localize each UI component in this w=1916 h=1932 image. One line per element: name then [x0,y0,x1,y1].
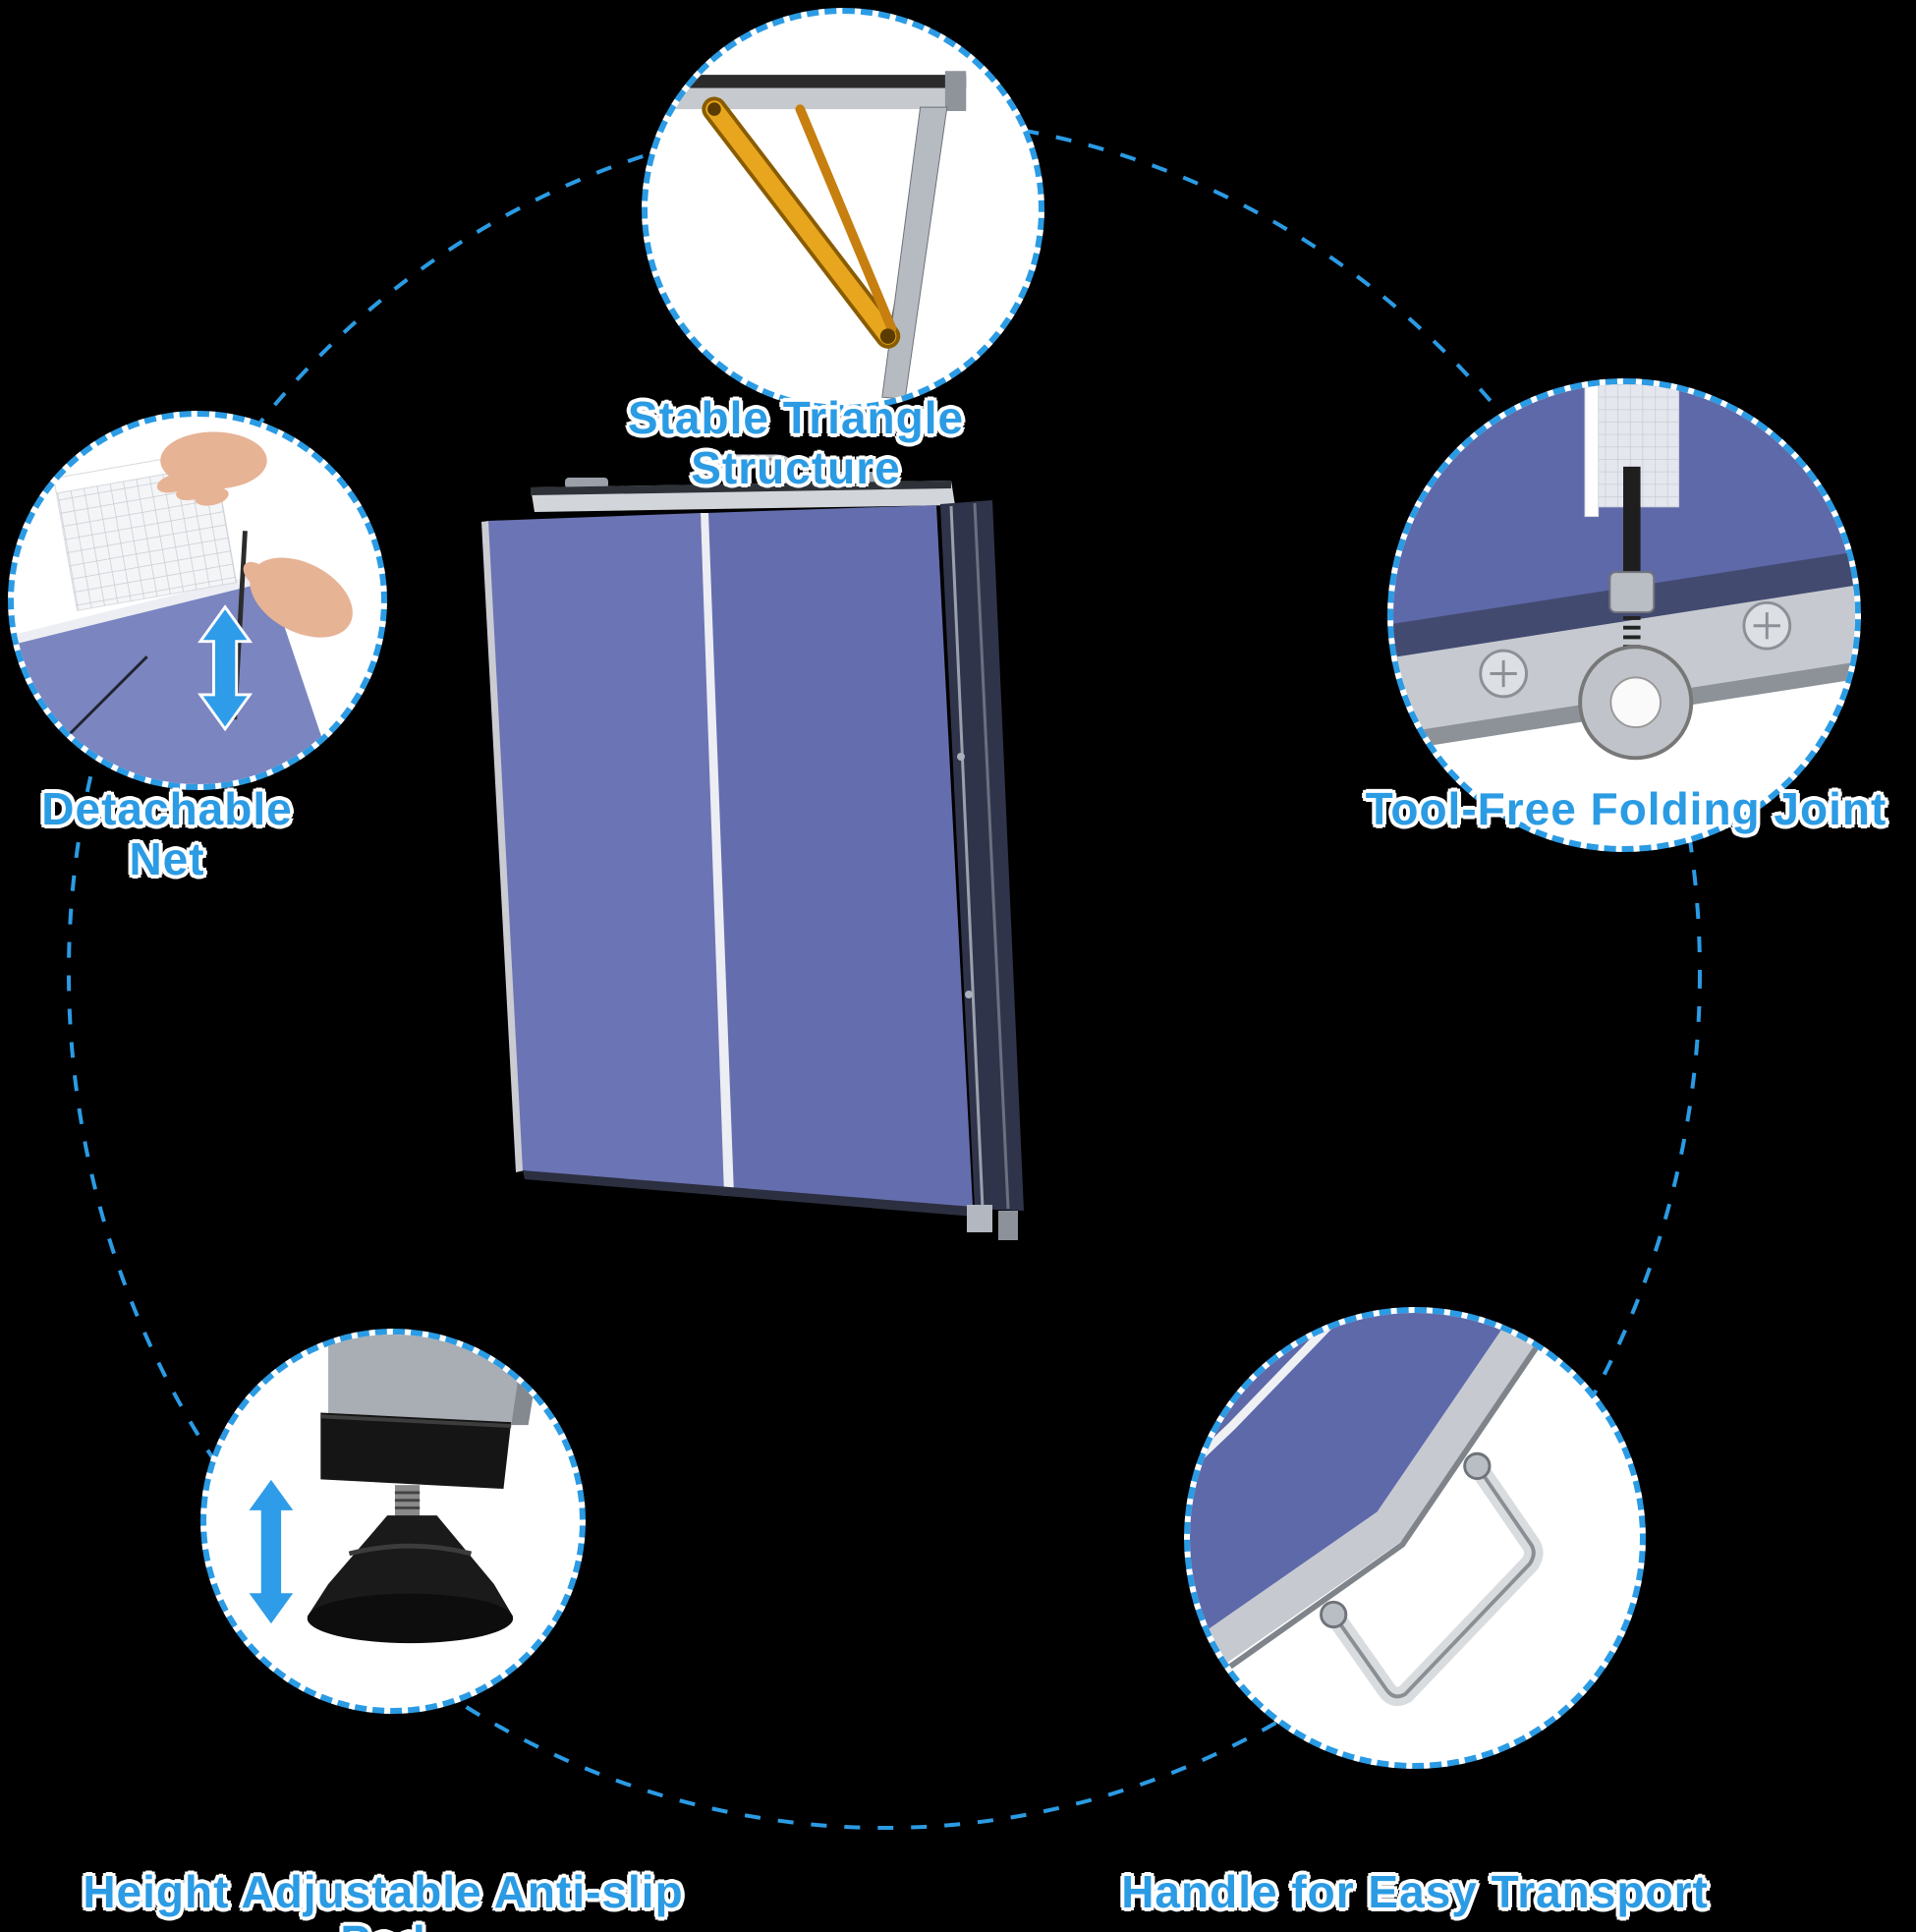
phillips-screw [1742,600,1792,651]
adjustable-foot-illustration [243,1335,542,1644]
label-adjustable-pad: Height Adjustable Anti-slip Pad [83,1866,684,1932]
transport-handle-illustration [1190,1313,1544,1707]
handle-shade [698,458,792,496]
table-panel-right [706,505,973,1207]
label-detachable-net: Detachable Net [41,783,293,884]
phillips-screw [1479,649,1529,699]
height-arrow [243,1474,299,1629]
table-foot [998,1211,1018,1240]
table-latch-left [565,478,608,488]
table-foot [967,1205,992,1232]
side-screw [965,991,973,998]
folding-leg-illustration [674,71,967,400]
label-folding-joint: Tool-Free Folding Joint [1365,783,1888,834]
feature-circle-handle [1184,1307,1646,1769]
side-screw [957,753,965,761]
table-latch-right [837,472,880,483]
hand-right [243,557,353,638]
feature-circle-net [8,411,387,790]
table-top-bar-edge [531,481,951,495]
height-arrow [197,604,254,732]
feature-circle-joint [1387,378,1861,852]
table-panel-left [488,513,726,1195]
feature-circle-pad [200,1329,586,1714]
label-transport-handle: Handle for Easy Transport [1121,1866,1709,1917]
net-attachment-illustration [14,431,353,784]
dashed-connector-ring [67,116,1702,1830]
side-rail-highlight [949,505,985,1210]
folded-table-illustration [481,454,1024,1240]
folding-joint-illustration [1393,384,1855,761]
label-triangle-structure: Stable Triangle Structure [627,392,965,493]
side-rail-shadow [973,502,1010,1210]
feature-circle-triangle [642,8,1044,411]
table-bottom-edge [523,1170,975,1217]
table-panel-divider [701,513,734,1196]
hand-top [156,431,267,506]
table-folded-side [940,500,1024,1211]
table-left-edge [481,521,525,1172]
